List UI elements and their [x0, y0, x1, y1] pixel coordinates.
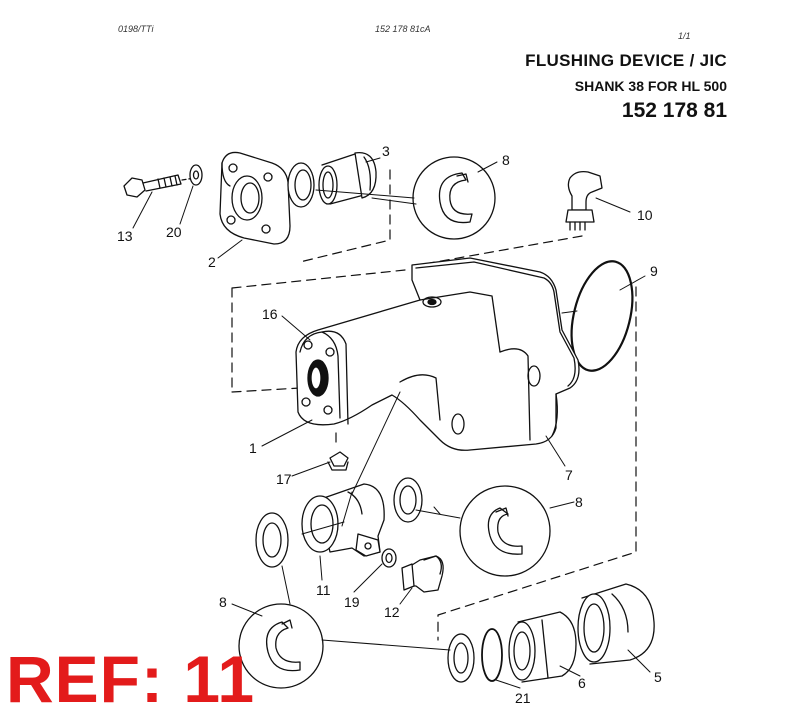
callout-1: 1: [249, 440, 257, 456]
diagram-subtitle: SHANK 38 FOR HL 500: [574, 78, 727, 94]
reference-label: REF: 11: [6, 642, 256, 716]
callout-17: 17: [276, 471, 292, 487]
detail-bubble-8-middle: [459, 485, 551, 577]
callout-9: 9: [650, 263, 658, 279]
part-19-washer: [189, 164, 203, 186]
callout-8-middle: 8: [575, 494, 583, 510]
page-indicator: 1/1: [678, 31, 691, 41]
assembly-dashed-outline: [231, 169, 637, 641]
part-11-sleeve-body: [301, 483, 385, 557]
callout-19: 20: [166, 224, 182, 240]
part-seal-ring-bottom: [447, 633, 475, 683]
callout-5: 5: [654, 669, 662, 685]
callout-20: 21: [515, 690, 531, 706]
part-13-bolt: [123, 174, 196, 198]
part-1-main-housing: [295, 257, 580, 451]
callout-7: 7: [565, 467, 573, 483]
callout-8-bottom: 8: [219, 594, 227, 610]
callout-3: 3: [382, 143, 390, 159]
callout-leader-lines: [132, 157, 651, 689]
callout-6: 6: [578, 675, 586, 691]
detail-bubble-8-bottom: [238, 603, 324, 689]
callout-13: 13: [117, 228, 133, 244]
part-20-o-ring: [481, 628, 503, 682]
part-seal-ring-mid: [393, 477, 423, 523]
part-5-sleeve: [577, 583, 655, 665]
callout-11: 11: [316, 582, 331, 598]
part-seal-ring-left: [255, 512, 289, 568]
part-seal-ring-top: [287, 162, 315, 208]
callout-10: 10: [637, 207, 653, 223]
diagram-title: FLUSHING DEVICE / JIC: [525, 51, 727, 70]
callout-8-top: 8: [502, 152, 510, 168]
callout-12: 12: [384, 604, 400, 620]
document-code-center: 152 178 81cA: [375, 24, 431, 34]
part-number: 152 178 81: [621, 99, 727, 122]
callout-16: 16: [262, 306, 278, 322]
part-12-elbow-fitting: [401, 555, 444, 593]
callout-21: 19: [344, 594, 360, 610]
part-2-flange: [219, 151, 291, 245]
callout-2: 2: [208, 254, 216, 270]
callout-labels: 13 20 2 3 8 10 9 16 1 17 7 8 11 19 12 8 …: [117, 143, 662, 706]
part-21-washer: [381, 548, 397, 568]
document-code-left: 0198/TTi: [118, 24, 154, 34]
part-17-plug: [327, 451, 349, 471]
part-9-o-ring: [570, 260, 634, 372]
part-10-elbow-fitting: [565, 170, 603, 231]
part-3-sleeve: [318, 151, 377, 205]
part-6-sleeve: [508, 611, 577, 683]
